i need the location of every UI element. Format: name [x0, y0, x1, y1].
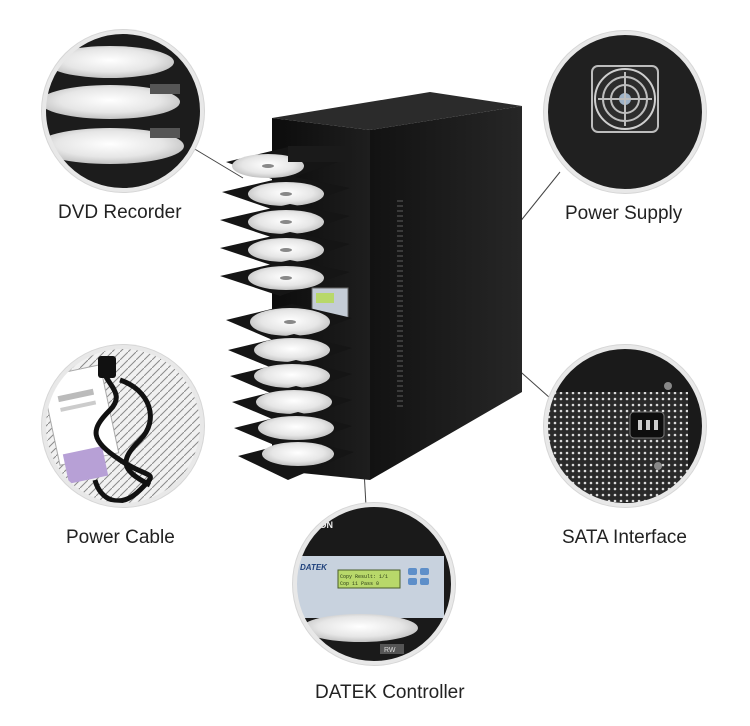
dvd-callout-line	[192, 147, 244, 179]
power-supply-label: Power Supply	[565, 203, 683, 224]
lcd-line-2: Cop 11 Pass 0	[340, 581, 379, 587]
sata-interface-callout	[543, 344, 707, 508]
power-cable-label: Power Cable	[66, 527, 175, 548]
datek-controller-label: DATEK Controller	[315, 682, 465, 703]
drive-trays-lower	[226, 304, 354, 480]
drive-badge-text: RW	[384, 647, 396, 654]
power-cable-callout	[41, 344, 205, 508]
lcd-screen	[337, 569, 401, 589]
psu-callout-line	[514, 171, 561, 229]
controller-brand-text: DATEK	[300, 563, 328, 572]
drive-trays-upper	[220, 146, 352, 296]
datek-controller-callout: LITEON DATEK Copy Result: 1/1 Cop 11 Pas…	[292, 502, 456, 666]
sata-interface-label: SATA Interface	[562, 527, 687, 548]
dvd-recorder-callout	[41, 29, 205, 193]
dvd-recorder-label: DVD Recorder	[58, 202, 182, 223]
power-supply-callout	[543, 30, 707, 194]
lcd-line-1: Copy Result: 1/1	[340, 574, 388, 580]
controller-keypad	[408, 568, 429, 585]
